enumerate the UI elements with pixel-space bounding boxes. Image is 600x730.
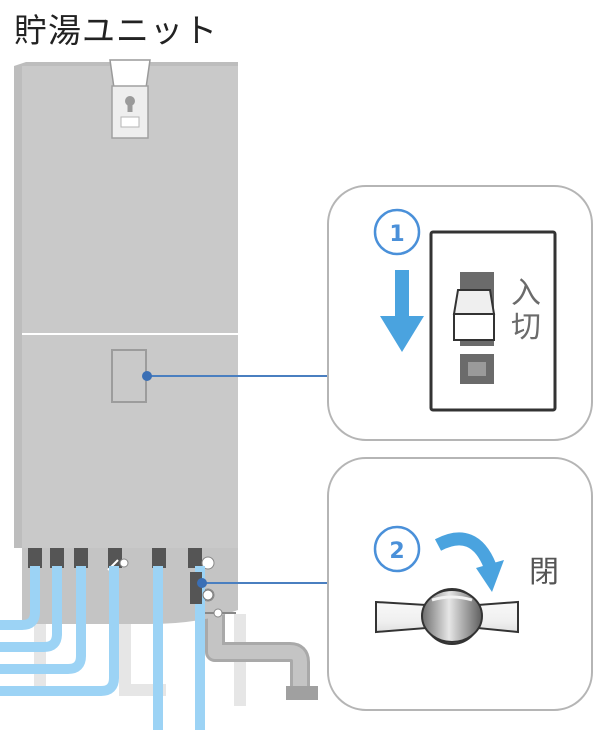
step-1-number: 1 (389, 222, 404, 247)
valve-stem (190, 572, 202, 604)
step-1-circle (373, 208, 421, 256)
step-2-number: 2 (389, 539, 404, 564)
water-pipes (0, 566, 205, 730)
down-arrow-icon (395, 270, 409, 322)
callout-switch: 1 入 切 (327, 185, 593, 441)
drain-pipe (205, 602, 318, 700)
valve-knob (421, 589, 483, 643)
valve-close-label: 閉 (529, 555, 559, 590)
step-2-circle (373, 525, 421, 573)
switch-lever (452, 289, 496, 315)
leader-lines (142, 371, 330, 588)
switch-on-label: 入 (511, 276, 541, 311)
callout-valve: 2 閉 (327, 457, 593, 711)
unit-body (14, 59, 238, 548)
switch-off-label: 切 (511, 310, 541, 345)
rotate-arrow-icon (434, 532, 497, 569)
diagram-title: 貯湯ユニット (14, 11, 218, 50)
